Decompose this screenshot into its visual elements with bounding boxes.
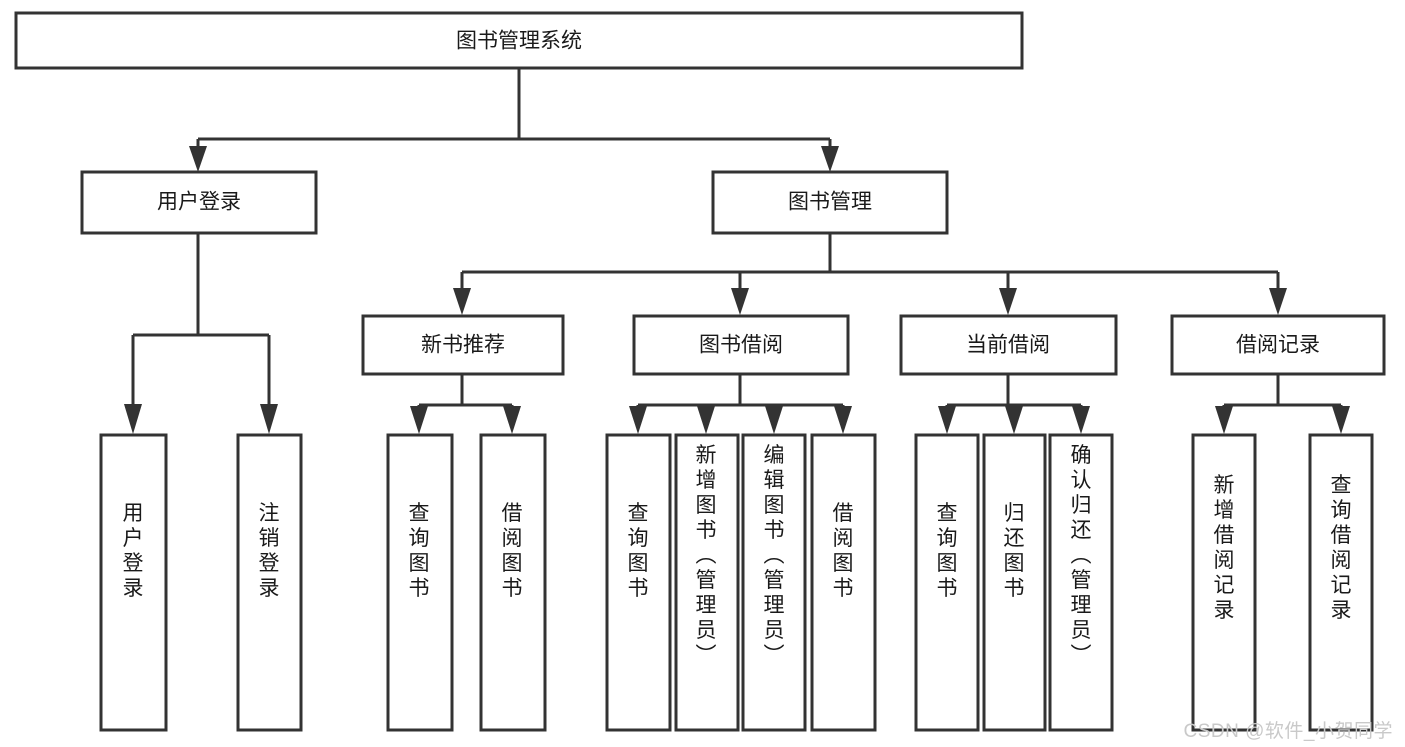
node-user-login[interactable]: 用户登录 (80, 170, 318, 235)
node-borrow-record[interactable]: 借阅记录 (1170, 314, 1386, 376)
arrowhead-leaf-13 (1332, 406, 1350, 434)
node-leaf-query-record-label: 查询借阅记录 (1331, 474, 1352, 622)
arrowhead-new-book (453, 288, 471, 315)
node-root[interactable]: 图书管理系统 (14, 11, 1024, 70)
node-new-book-recommend-label: 新书推荐 (421, 334, 505, 357)
node-book-management-label: 图书管理 (788, 191, 872, 214)
node-leaf-return-book[interactable]: 归还图书 (982, 433, 1047, 732)
connectors (124, 68, 1350, 434)
arrowhead-current-borrow (999, 288, 1017, 315)
arrowhead-leaf-3 (410, 406, 428, 434)
node-leaf-user-login-label: 用户登录 (123, 502, 144, 600)
node-user-login-box[interactable] (80, 170, 318, 235)
node-new-book-recommend[interactable]: 新书推荐 (361, 314, 565, 376)
node-leaf-borrow-book-1-label: 借阅图书 (502, 502, 523, 600)
arrowhead-leaf-1 (124, 404, 142, 434)
node-leaf-user-login[interactable]: 用户登录 (99, 433, 168, 732)
arrowhead-leaf-11 (1072, 406, 1090, 434)
arrowhead-leaf-9 (938, 406, 956, 434)
node-leaf-confirm-return-box[interactable] (1048, 433, 1114, 732)
node-leaf-add-record[interactable]: 新增借阅记录 (1191, 433, 1257, 732)
node-root-label: 图书管理系统 (456, 30, 582, 53)
node-book-borrow-box[interactable] (632, 314, 850, 376)
node-book-management[interactable]: 图书管理 (711, 170, 949, 235)
node-leaf-query-book-3-box[interactable] (914, 433, 980, 732)
arrowhead-user-login (189, 146, 207, 172)
node-leaf-query-record[interactable]: 查询借阅记录 (1308, 433, 1374, 732)
node-leaf-query-book-3[interactable]: 查询图书 (914, 433, 980, 732)
node-leaf-logout-label: 注销登录 (259, 502, 280, 600)
node-leaf-return-book-label: 归还图书 (1004, 502, 1025, 600)
node-leaf-edit-book-label: 编辑图书︵管理员︶ (764, 444, 785, 667)
arrowhead-leaf-6 (697, 406, 715, 434)
arrowhead-borrow-record (1269, 288, 1287, 315)
node-current-borrow[interactable]: 当前借阅 (899, 314, 1118, 376)
node-leaf-add-book[interactable]: 新增图书︵管理员︶ (674, 433, 740, 732)
node-leaf-edit-book[interactable]: 编辑图书︵管理员︶ (741, 433, 807, 732)
node-book-borrow[interactable]: 图书借阅 (632, 314, 850, 376)
node-leaf-query-record-box[interactable] (1308, 433, 1374, 732)
arrowhead-book-management (821, 146, 839, 172)
arrowhead-leaf-7 (765, 406, 783, 434)
node-leaf-confirm-return[interactable]: 确认归还︵管理员︶ (1048, 433, 1114, 732)
arrowhead-leaf-10 (1005, 406, 1023, 434)
node-leaf-confirm-return-label: 确认归还︵管理员︶ (1071, 444, 1092, 667)
node-book-borrow-label: 图书借阅 (699, 334, 783, 357)
node-leaf-query-book-1-label: 查询图书 (409, 502, 430, 600)
arrowhead-leaf-2 (260, 404, 278, 434)
node-leaf-query-book-2[interactable]: 查询图书 (605, 433, 672, 732)
node-leaf-borrow-book-1-box[interactable] (479, 433, 547, 732)
node-leaf-query-book-1[interactable]: 查询图书 (386, 433, 454, 732)
node-leaf-query-book-2-label: 查询图书 (628, 502, 649, 600)
node-leaf-edit-book-box[interactable] (741, 433, 807, 732)
arrowhead-book-borrow (731, 288, 749, 315)
node-current-borrow-label: 当前借阅 (966, 334, 1050, 357)
node-leaf-query-book-2-box[interactable] (605, 433, 672, 732)
node-leaf-borrow-book-2[interactable]: 借阅图书 (810, 433, 877, 732)
node-leaf-borrow-book-2-box[interactable] (810, 433, 877, 732)
node-borrow-record-label: 借阅记录 (1236, 334, 1320, 357)
node-user-login-label: 用户登录 (157, 191, 241, 214)
node-leaf-add-record-box[interactable] (1191, 433, 1257, 732)
node-leaf-borrow-book-2-label: 借阅图书 (833, 502, 854, 600)
arrowhead-leaf-5 (629, 406, 647, 434)
node-new-book-recommend-box[interactable] (361, 314, 565, 376)
arrowhead-leaf-12 (1215, 406, 1233, 434)
node-borrow-record-box[interactable] (1170, 314, 1386, 376)
node-book-management-box[interactable] (711, 170, 949, 235)
node-leaf-return-book-box[interactable] (982, 433, 1047, 732)
node-leaf-borrow-book-1[interactable]: 借阅图书 (479, 433, 547, 732)
node-leaf-add-book-box[interactable] (674, 433, 740, 732)
node-leaf-logout[interactable]: 注销登录 (236, 433, 303, 732)
node-leaf-query-book-3-label: 查询图书 (937, 502, 958, 600)
csdn-watermark: CSDN @软件_小贺同学 (1183, 721, 1393, 742)
node-current-borrow-box[interactable] (899, 314, 1118, 376)
node-root-box[interactable] (14, 11, 1024, 70)
node-leaf-add-record-label: 新增借阅记录 (1214, 474, 1235, 622)
arrowhead-leaf-8 (834, 406, 852, 434)
node-leaf-add-book-label: 新增图书︵管理员︶ (696, 444, 717, 667)
node-leaf-user-login-box[interactable] (99, 433, 168, 732)
node-leaf-query-book-1-box[interactable] (386, 433, 454, 732)
leaf-nodes: 用户登录 注销登录 查询图书 借阅图书 查询图书 新增图书︵管理员︶ 编辑图书︵… (99, 433, 1374, 732)
node-leaf-logout-box[interactable] (236, 433, 303, 732)
arrowhead-leaf-4 (503, 406, 521, 434)
